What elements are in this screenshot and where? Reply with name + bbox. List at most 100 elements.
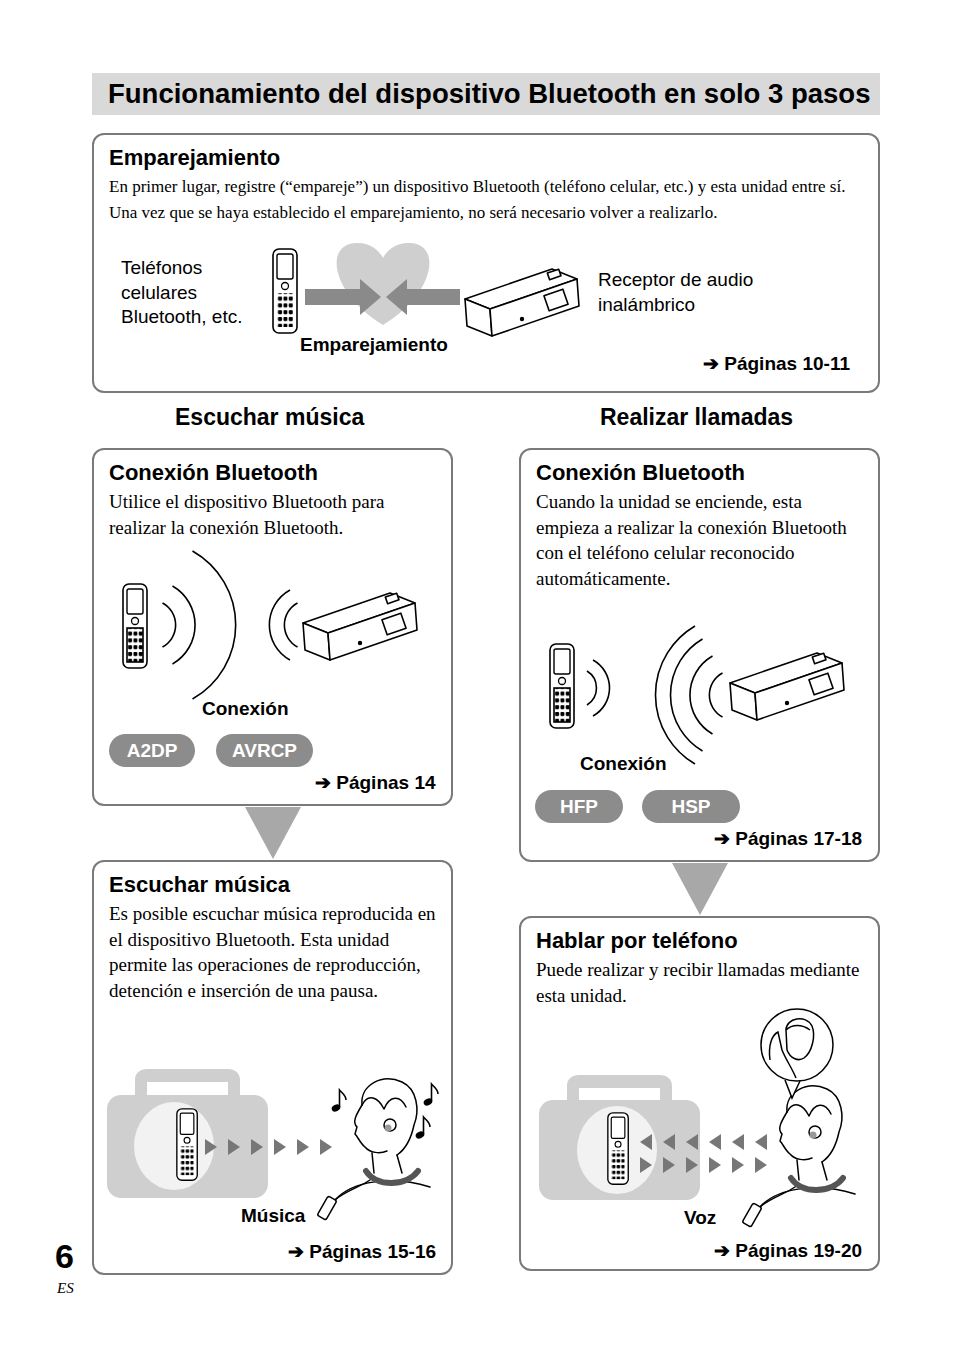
drawing-part: [686, 1157, 698, 1173]
box-body: Puede realizar y recibir llamadas median…: [521, 954, 878, 1008]
connection-label: Conexión: [202, 697, 289, 722]
step-box: Conexión BluetoothCuando la unidad se en…: [519, 448, 880, 862]
section-heading: Escuchar música: [175, 403, 364, 433]
drawing-part: [608, 1113, 628, 1184]
drawing-part: [465, 269, 579, 336]
box-heading: Conexión Bluetooth: [521, 450, 878, 486]
drawing-part: [163, 603, 176, 647]
stream-label: Voz: [684, 1206, 716, 1231]
drawing-part: [320, 1139, 332, 1155]
drawing-part: [173, 586, 196, 664]
profile-tag: A2DP: [109, 734, 195, 767]
drawing-part: [587, 671, 596, 705]
page-number: 6: [55, 1234, 74, 1278]
tag-text: HFP: [560, 796, 598, 818]
box-body: Utilice el dispositivo Bluetooth para re…: [94, 486, 451, 540]
drawing-part: [273, 249, 297, 333]
device-label: Teléfonos celulares Bluetooth, etc.: [121, 256, 271, 330]
music-art: [107, 1069, 438, 1220]
box-body: Es posible escuchar música reproducida e…: [94, 898, 451, 1004]
drawing-part: [228, 1139, 240, 1155]
section-heading: Realizar llamadas: [600, 403, 793, 433]
drawing-part: [317, 1079, 430, 1220]
drawing-part: [709, 673, 722, 717]
drawing-part: [671, 639, 703, 751]
drawing-part: [123, 584, 147, 668]
language-code: ES: [57, 1280, 74, 1297]
drawing-part: [761, 1009, 833, 1098]
box-body: Cuando la unidad se enciende, esta empie…: [521, 486, 878, 592]
flow-arrow: [245, 807, 301, 859]
call-art: [539, 1009, 855, 1227]
drawing-part: [663, 1134, 675, 1150]
drawing-part: [297, 1139, 309, 1155]
flow-arrow: [672, 863, 728, 915]
pairing-art: [273, 243, 579, 336]
drawing-part: [284, 603, 297, 647]
profile-tag: AVRCP: [216, 734, 313, 767]
drawing-part: [655, 626, 695, 764]
drawing-part: [193, 551, 236, 699]
drawing-part: [134, 1102, 214, 1190]
drawing-part: [177, 1109, 197, 1180]
drawing-part: [205, 1139, 332, 1155]
drawing-part: [423, 1084, 438, 1107]
title: Funcionamiento del dispositivo Bluetooth…: [108, 78, 870, 110]
drawing-part: [755, 1157, 767, 1173]
drawing-part: [732, 1157, 744, 1173]
tag-text: AVRCP: [232, 740, 297, 762]
drawing-part: [539, 1100, 700, 1200]
drawing-part: [709, 1134, 721, 1150]
drawing-part: [786, 1019, 814, 1060]
drawing-part: [769, 1032, 796, 1078]
box-body: En primer lugar, registre (“empareje”) u…: [94, 171, 878, 225]
step-box: Conexión BluetoothUtilice el dispositivo…: [92, 448, 453, 806]
connection-art-music: [123, 551, 417, 699]
drawing-part: [269, 590, 290, 660]
drawing-part: [640, 1134, 767, 1173]
drawing-part: [303, 593, 417, 660]
tag-text: HSP: [671, 796, 710, 818]
drawing-part: [785, 1080, 800, 1098]
drawing-part: [709, 1157, 721, 1173]
drawing-part: [732, 1134, 744, 1150]
drawing-part: [690, 656, 713, 734]
page-ref: ➔ Páginas 15-16: [288, 1240, 436, 1265]
drawing-part: [251, 1139, 263, 1155]
page-ref: ➔ Páginas 10-11: [703, 352, 850, 377]
drawing-part: [686, 1134, 698, 1150]
box-heading: Emparejamiento: [94, 135, 878, 171]
page-ref: ➔ Páginas 17-18: [714, 827, 862, 852]
drawing-part: [205, 1139, 217, 1155]
drawing-part: [593, 660, 610, 716]
page-ref: ➔ Páginas 19-20: [714, 1239, 862, 1264]
drawing-part: [577, 1106, 657, 1194]
drawing-part: [640, 1157, 652, 1173]
drawing-part: [550, 644, 574, 728]
device-label: Receptor de audio inalámbrico: [598, 268, 798, 317]
box-heading: Conexión Bluetooth: [94, 450, 451, 486]
tag-text: A2DP: [127, 740, 178, 762]
drawing-part: [755, 1134, 767, 1150]
profile-tag: HSP: [642, 790, 740, 823]
drawing-part: [274, 1139, 286, 1155]
drawing-part: [331, 1090, 346, 1113]
connection-label: Conexión: [580, 752, 667, 777]
drawing-part: [337, 243, 430, 325]
drawing-part: [663, 1157, 675, 1173]
page-ref: ➔ Páginas 14: [315, 771, 436, 796]
stream-label: Música: [241, 1204, 305, 1229]
box-heading: Escuchar música: [94, 862, 451, 898]
drawing-part: [640, 1134, 652, 1150]
drawing-part: [786, 1026, 810, 1031]
drawing-part: [135, 1069, 240, 1096]
pairing-label: Emparejamiento: [300, 333, 448, 358]
profile-tag: HFP: [535, 790, 623, 823]
drawing-part: [305, 279, 381, 315]
drawing-part: [742, 1086, 855, 1227]
drawing-part: [730, 653, 844, 720]
connection-art-calls: [550, 626, 844, 764]
drawing-part: [567, 1075, 672, 1101]
